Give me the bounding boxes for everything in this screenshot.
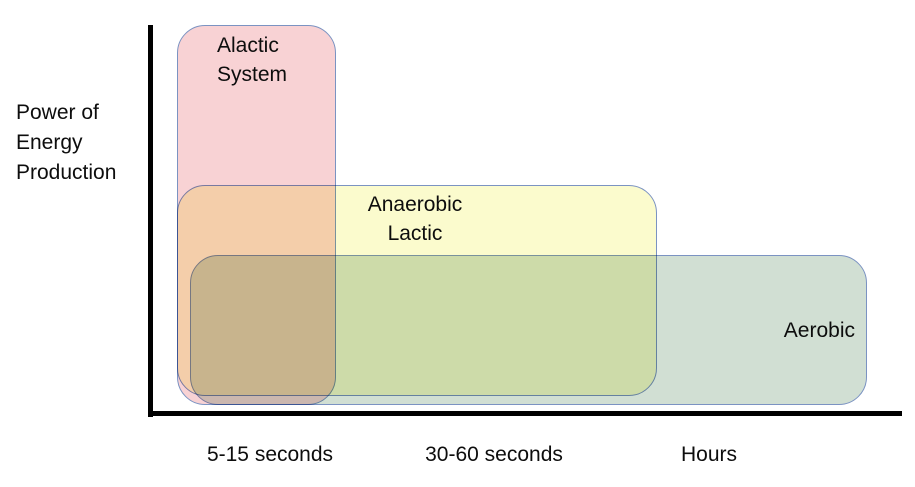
alactic-system-label: Alactic System — [217, 34, 288, 86]
x-tick-30-60-seconds: 30-60 seconds — [425, 443, 563, 466]
y-axis-line — [148, 25, 153, 417]
anaerobic-lactic-label: Anaerobic Lactic — [367, 193, 463, 245]
x-axis-line — [148, 411, 902, 416]
aerobic-box: Aerobic — [190, 255, 867, 405]
x-tick-5-15-seconds: 5-15 seconds — [206, 443, 334, 466]
y-axis-label: Power of Energy Production — [16, 101, 117, 184]
aerobic-label: Aerobic — [783, 319, 855, 342]
x-tick-hours: Hours — [680, 443, 738, 466]
